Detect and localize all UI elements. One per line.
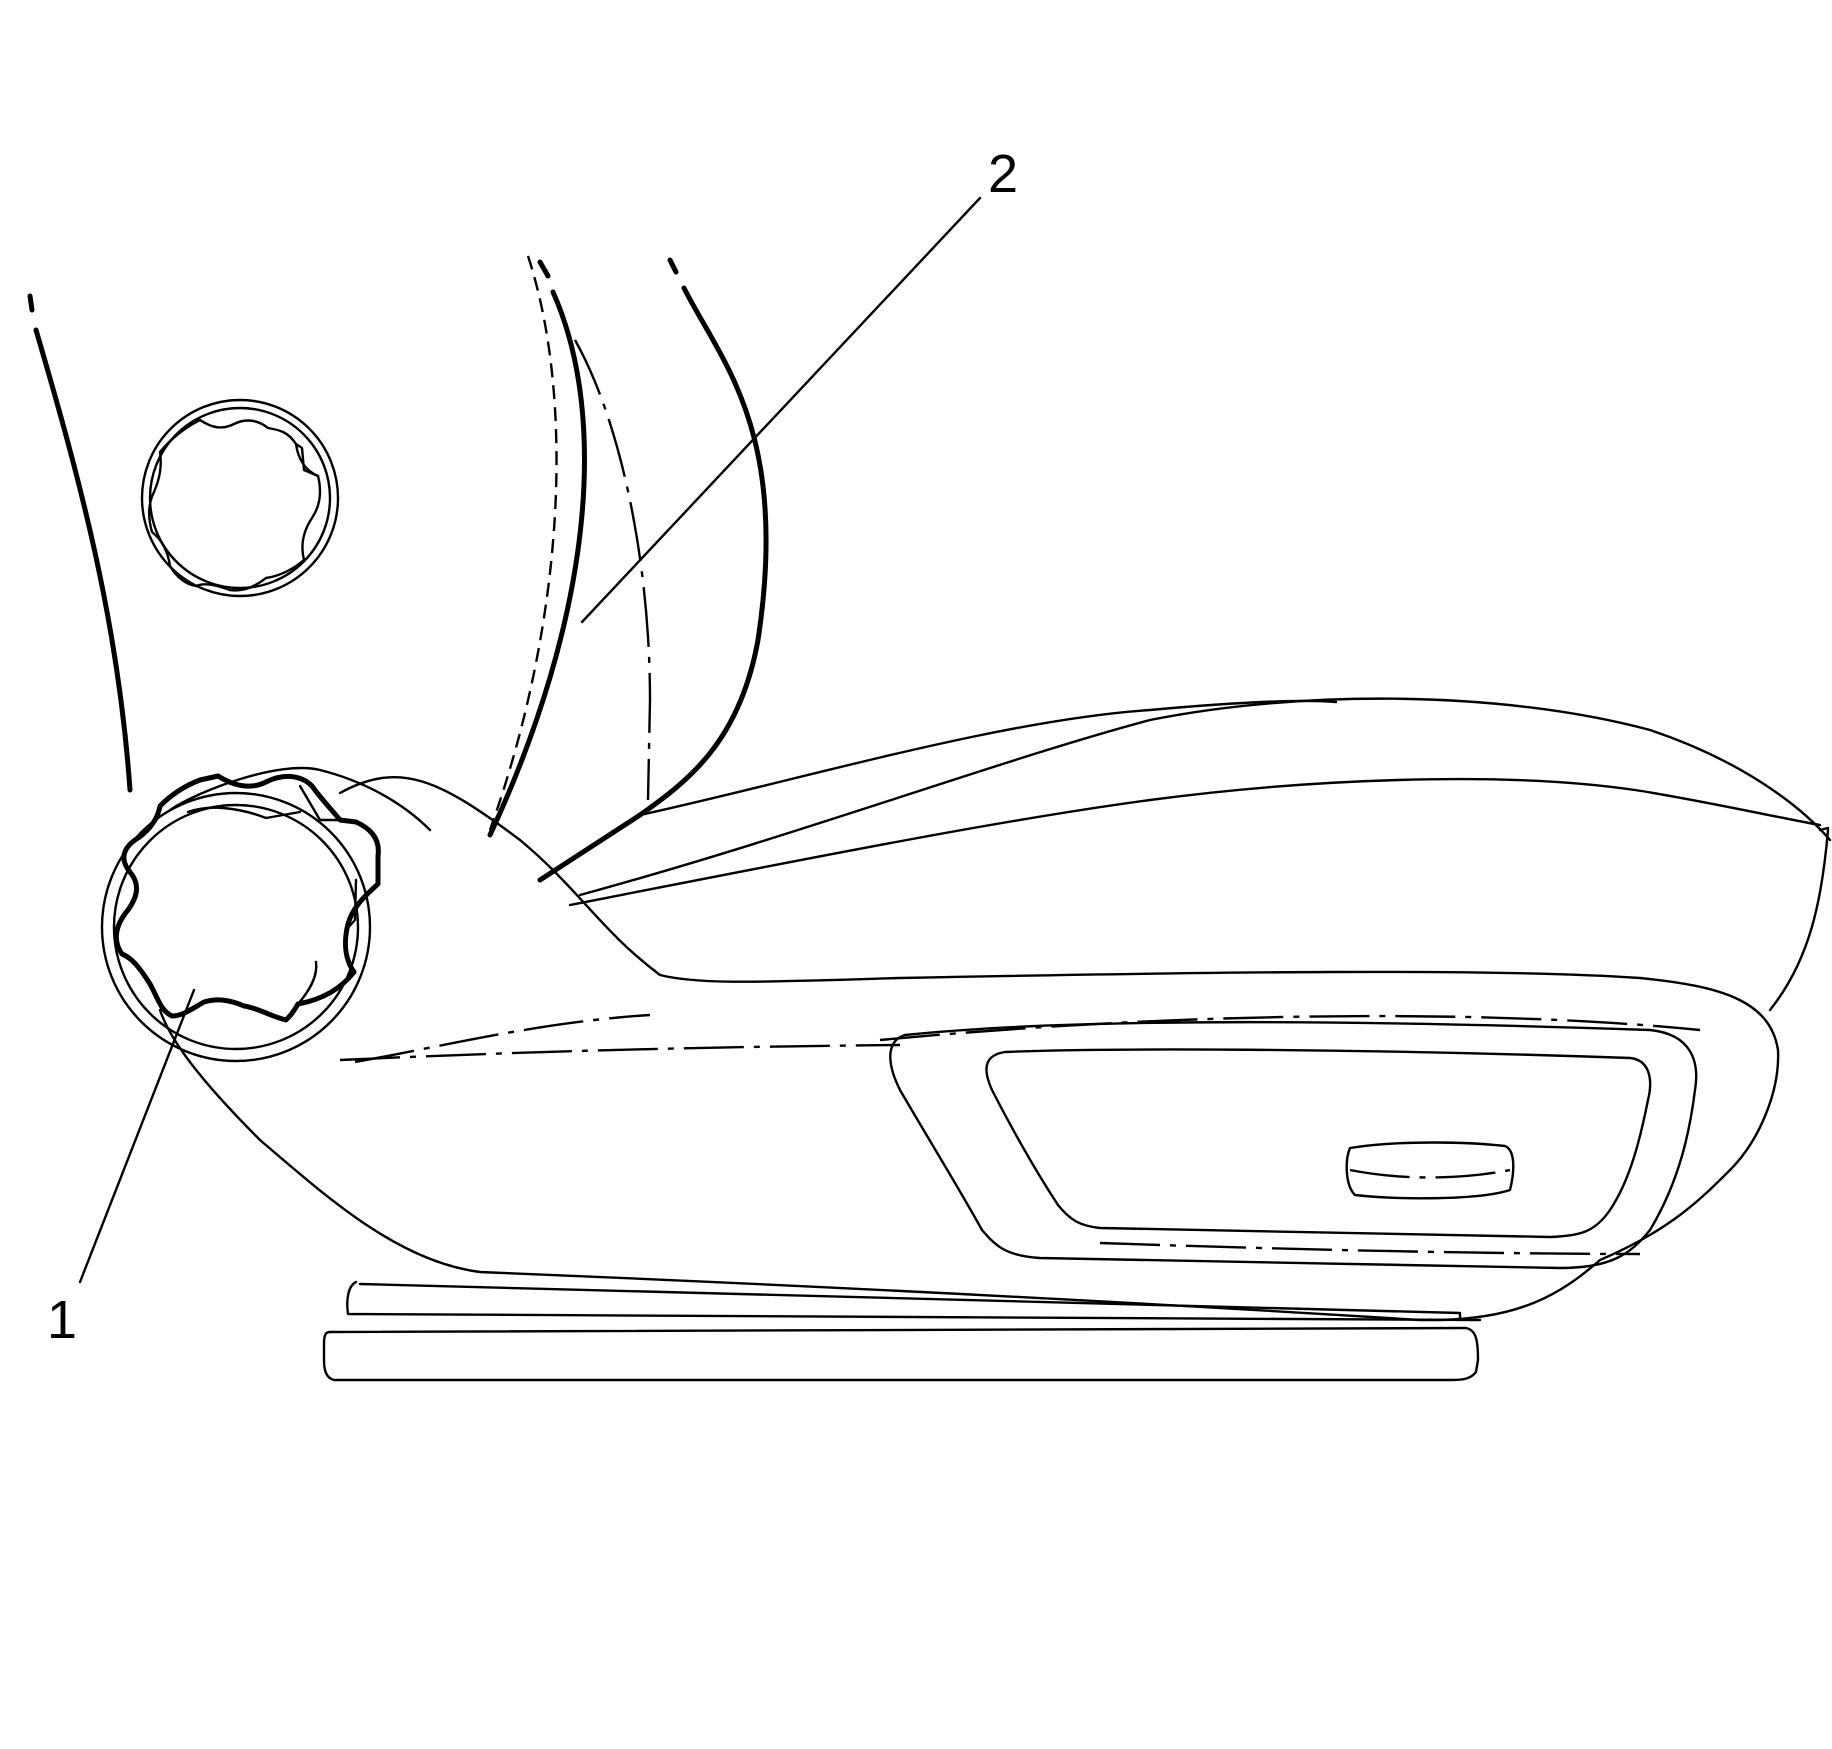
callout-leaders [78,196,982,1284]
seat-cushion [568,697,1832,1012]
callout-1-label: 1 [47,1290,77,1350]
callout-2-leader [580,196,982,624]
recline-handwheel [100,766,432,1063]
seat-switch-bezel [889,1021,1698,1270]
upper-recline-knob [140,398,340,598]
seat-track [322,1280,1482,1382]
callout-2-label: 2 [988,144,1018,204]
seat-side-trim [158,775,1780,1322]
seatback [27,255,769,883]
callout-1-leader [78,988,196,1284]
